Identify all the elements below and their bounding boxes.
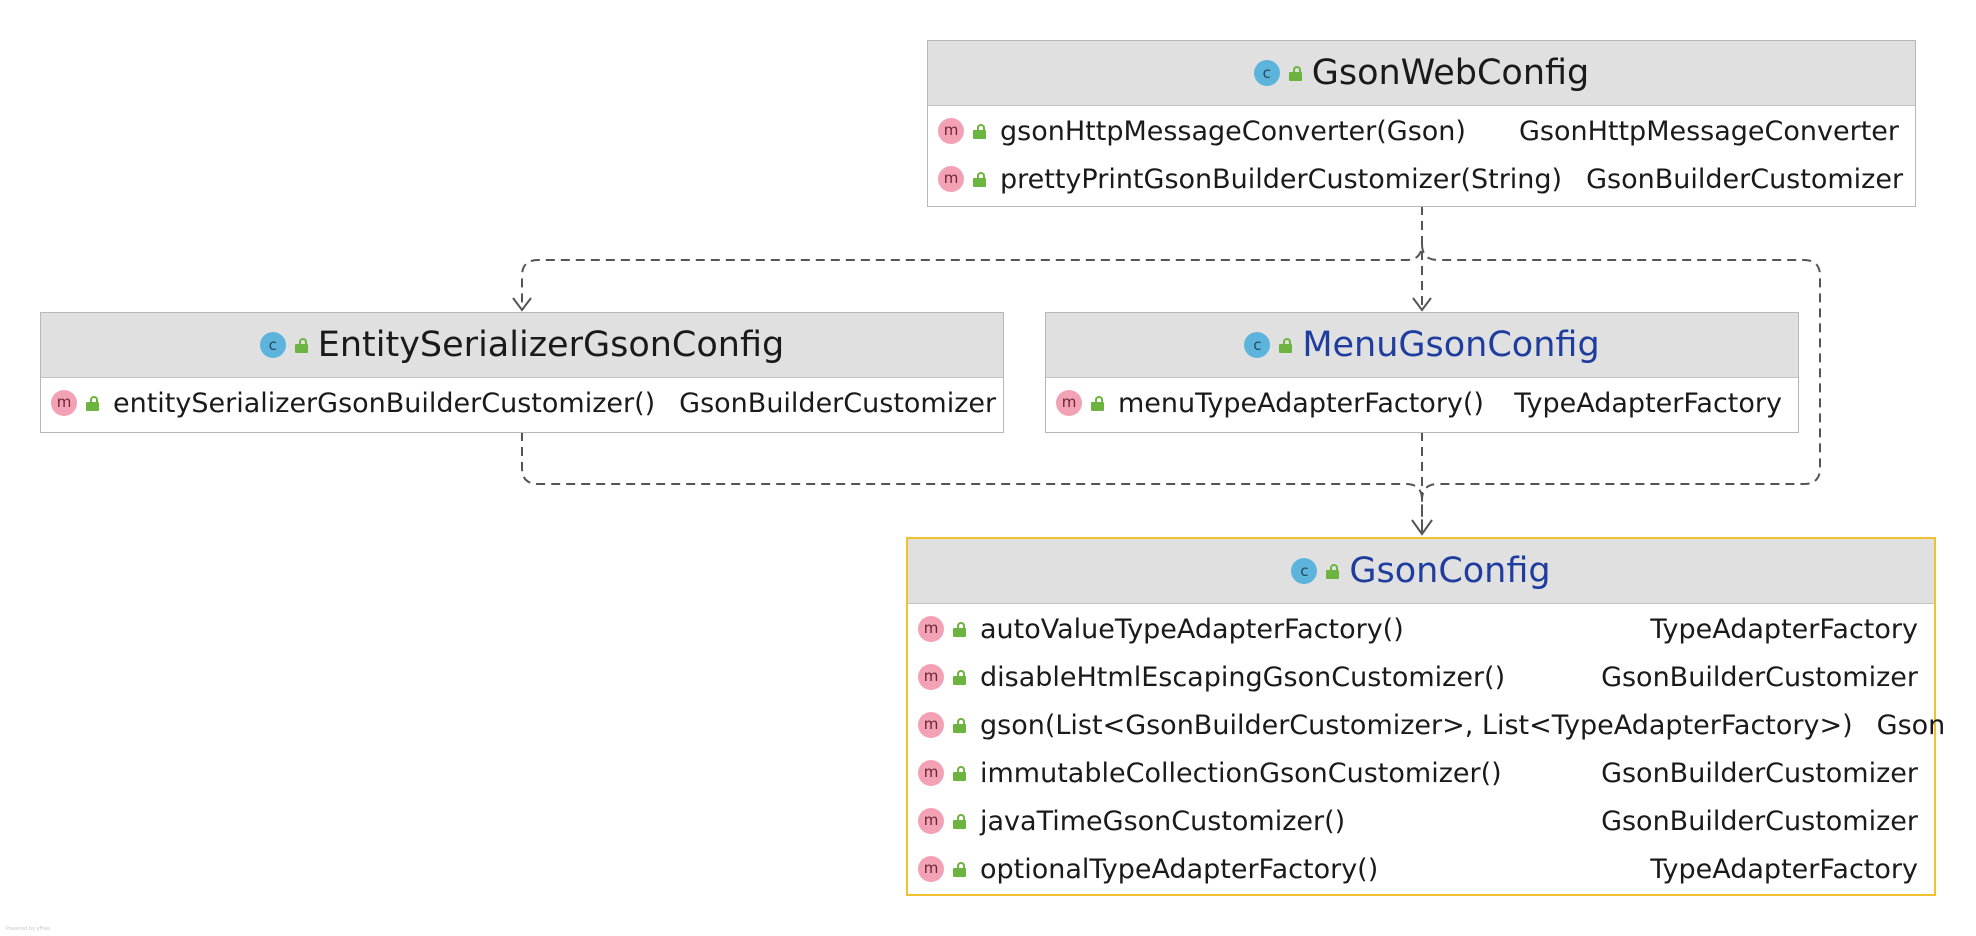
class-header: c EntitySerializerGsonConfig — [41, 313, 1003, 378]
method-signature: prettyPrintGsonBuilderCustomizer(String) — [1000, 163, 1563, 195]
method-return-type: TypeAdapterFactory — [1650, 613, 1918, 645]
public-visibility-icon — [1279, 337, 1293, 353]
class-gsonconfig[interactable]: c GsonConfig m autoValueTypeAdapterFacto… — [906, 537, 1945, 896]
method-icon: m — [938, 118, 964, 144]
method-list: m autoValueTypeAdapterFactory() TypeAdap… — [908, 604, 1945, 895]
class-icon: c — [259, 332, 286, 358]
class-header: c MenuGsonConfig — [1046, 313, 1798, 378]
arrowhead-gsonconfig — [1411, 519, 1433, 536]
method-row[interactable]: m disableHtmlEscapingGsonCustomizer() Gs… — [908, 653, 1934, 701]
method-return-type: Gson — [1876, 709, 1946, 741]
method-return-type: GsonHttpMessageConverter — [1518, 115, 1899, 147]
method-row[interactable]: m gsonHttpMessageConverter(Gson) GsonHtt… — [928, 107, 1915, 155]
edge-entityserializergsonconfig-to-gsonconfig — [521, 432, 1423, 534]
method-signature: immutableCollectionGsonCustomizer() — [980, 757, 1502, 789]
method-icon: m — [918, 664, 944, 690]
arrowhead-entityserializergsonconfig — [512, 297, 532, 312]
method-return-type: TypeAdapterFactory — [1514, 387, 1782, 419]
method-signature: javaTimeGsonCustomizer() — [980, 805, 1346, 837]
class-name: EntitySerializerGsonConfig — [317, 325, 785, 365]
method-icon: m — [918, 808, 944, 834]
method-row[interactable]: m entitySerializerGsonBuilderCustomizer(… — [41, 379, 1003, 427]
method-list: m menuTypeAdapterFactory() TypeAdapterFa… — [1046, 378, 1798, 429]
class-icon: c — [1244, 332, 1271, 358]
class-name: GsonConfig — [1349, 551, 1551, 591]
method-return-type: GsonBuilderCustomizer — [1601, 661, 1918, 693]
method-list: m gsonHttpMessageConverter(Gson) GsonHtt… — [928, 106, 1915, 205]
method-row[interactable]: m menuTypeAdapterFactory() TypeAdapterFa… — [1046, 379, 1798, 427]
method-return-type: TypeAdapterFactory — [1650, 853, 1918, 885]
class-entityserializergsonconfig[interactable]: c EntitySerializerGsonConfig m entitySer… — [40, 312, 1004, 433]
class-gsonwebconfig[interactable]: c GsonWebConfig m gsonHttpMessageConvert… — [927, 40, 1916, 207]
method-list: m entitySerializerGsonBuilderCustomizer(… — [41, 378, 1003, 429]
method-signature: autoValueTypeAdapterFactory() — [980, 613, 1404, 645]
public-visibility-icon — [953, 669, 966, 685]
class-icon: c — [1253, 60, 1280, 86]
method-icon: m — [918, 712, 944, 738]
method-signature: entitySerializerGsonBuilderCustomizer() — [113, 387, 656, 419]
edge-gsonwebconfig-to-entityserializergsonconfig — [521, 206, 1423, 310]
public-visibility-icon — [1091, 395, 1104, 411]
public-visibility-icon — [1326, 563, 1340, 579]
arrowhead-menugsonconfig — [1412, 297, 1432, 312]
method-icon: m — [918, 760, 944, 786]
class-header: c GsonWebConfig — [928, 41, 1915, 106]
method-icon: m — [938, 166, 964, 192]
method-icon: m — [918, 616, 944, 642]
method-signature: menuTypeAdapterFactory() — [1118, 387, 1484, 419]
class-icon: c — [1291, 558, 1318, 584]
public-visibility-icon — [953, 621, 966, 637]
method-row[interactable]: m javaTimeGsonCustomizer() GsonBuilderCu… — [908, 797, 1934, 845]
method-icon: m — [918, 856, 944, 882]
method-signature: optionalTypeAdapterFactory() — [980, 853, 1379, 885]
edge-gsonwebconfig-to-gsonconfig — [1421, 243, 1821, 534]
class-name: GsonWebConfig — [1311, 53, 1590, 93]
method-icon: m — [1056, 390, 1082, 416]
class-header: c GsonConfig — [908, 539, 1934, 604]
method-row[interactable]: m optionalTypeAdapterFactory() TypeAdapt… — [908, 845, 1934, 893]
method-signature: disableHtmlEscapingGsonCustomizer() — [980, 661, 1506, 693]
method-return-type: GsonBuilderCustomizer — [1601, 805, 1918, 837]
method-return-type: GsonBuilderCustomizer — [1586, 163, 1904, 195]
method-signature: gsonHttpMessageConverter(Gson) — [1000, 115, 1466, 147]
method-return-type: GsonBuilderCustomizer — [679, 387, 997, 419]
public-visibility-icon — [953, 813, 966, 829]
watermark: Powered by yFiles — [6, 926, 51, 932]
public-visibility-icon — [953, 717, 966, 733]
class-name: MenuGsonConfig — [1302, 325, 1600, 365]
public-visibility-icon — [953, 765, 966, 781]
public-visibility-icon — [294, 337, 308, 353]
public-visibility-icon — [86, 395, 99, 411]
method-row[interactable]: m immutableCollectionGsonCustomizer() Gs… — [908, 749, 1934, 797]
method-icon: m — [51, 390, 77, 416]
method-row[interactable]: m prettyPrintGsonBuilderCustomizer(Strin… — [928, 155, 1915, 203]
public-visibility-icon — [953, 861, 966, 877]
method-row[interactable]: m autoValueTypeAdapterFactory() TypeAdap… — [908, 605, 1934, 653]
class-menugsonconfig[interactable]: c MenuGsonConfig m menuTypeAdapterFactor… — [1045, 312, 1799, 433]
public-visibility-icon — [1288, 65, 1302, 81]
method-return-type: GsonBuilderCustomizer — [1601, 757, 1918, 789]
method-row[interactable]: m gson(List<GsonBuilderCustomizer>, List… — [908, 701, 1945, 749]
public-visibility-icon — [973, 123, 986, 139]
public-visibility-icon — [973, 171, 986, 187]
method-signature: gson(List<GsonBuilderCustomizer>, List<T… — [980, 709, 1853, 741]
